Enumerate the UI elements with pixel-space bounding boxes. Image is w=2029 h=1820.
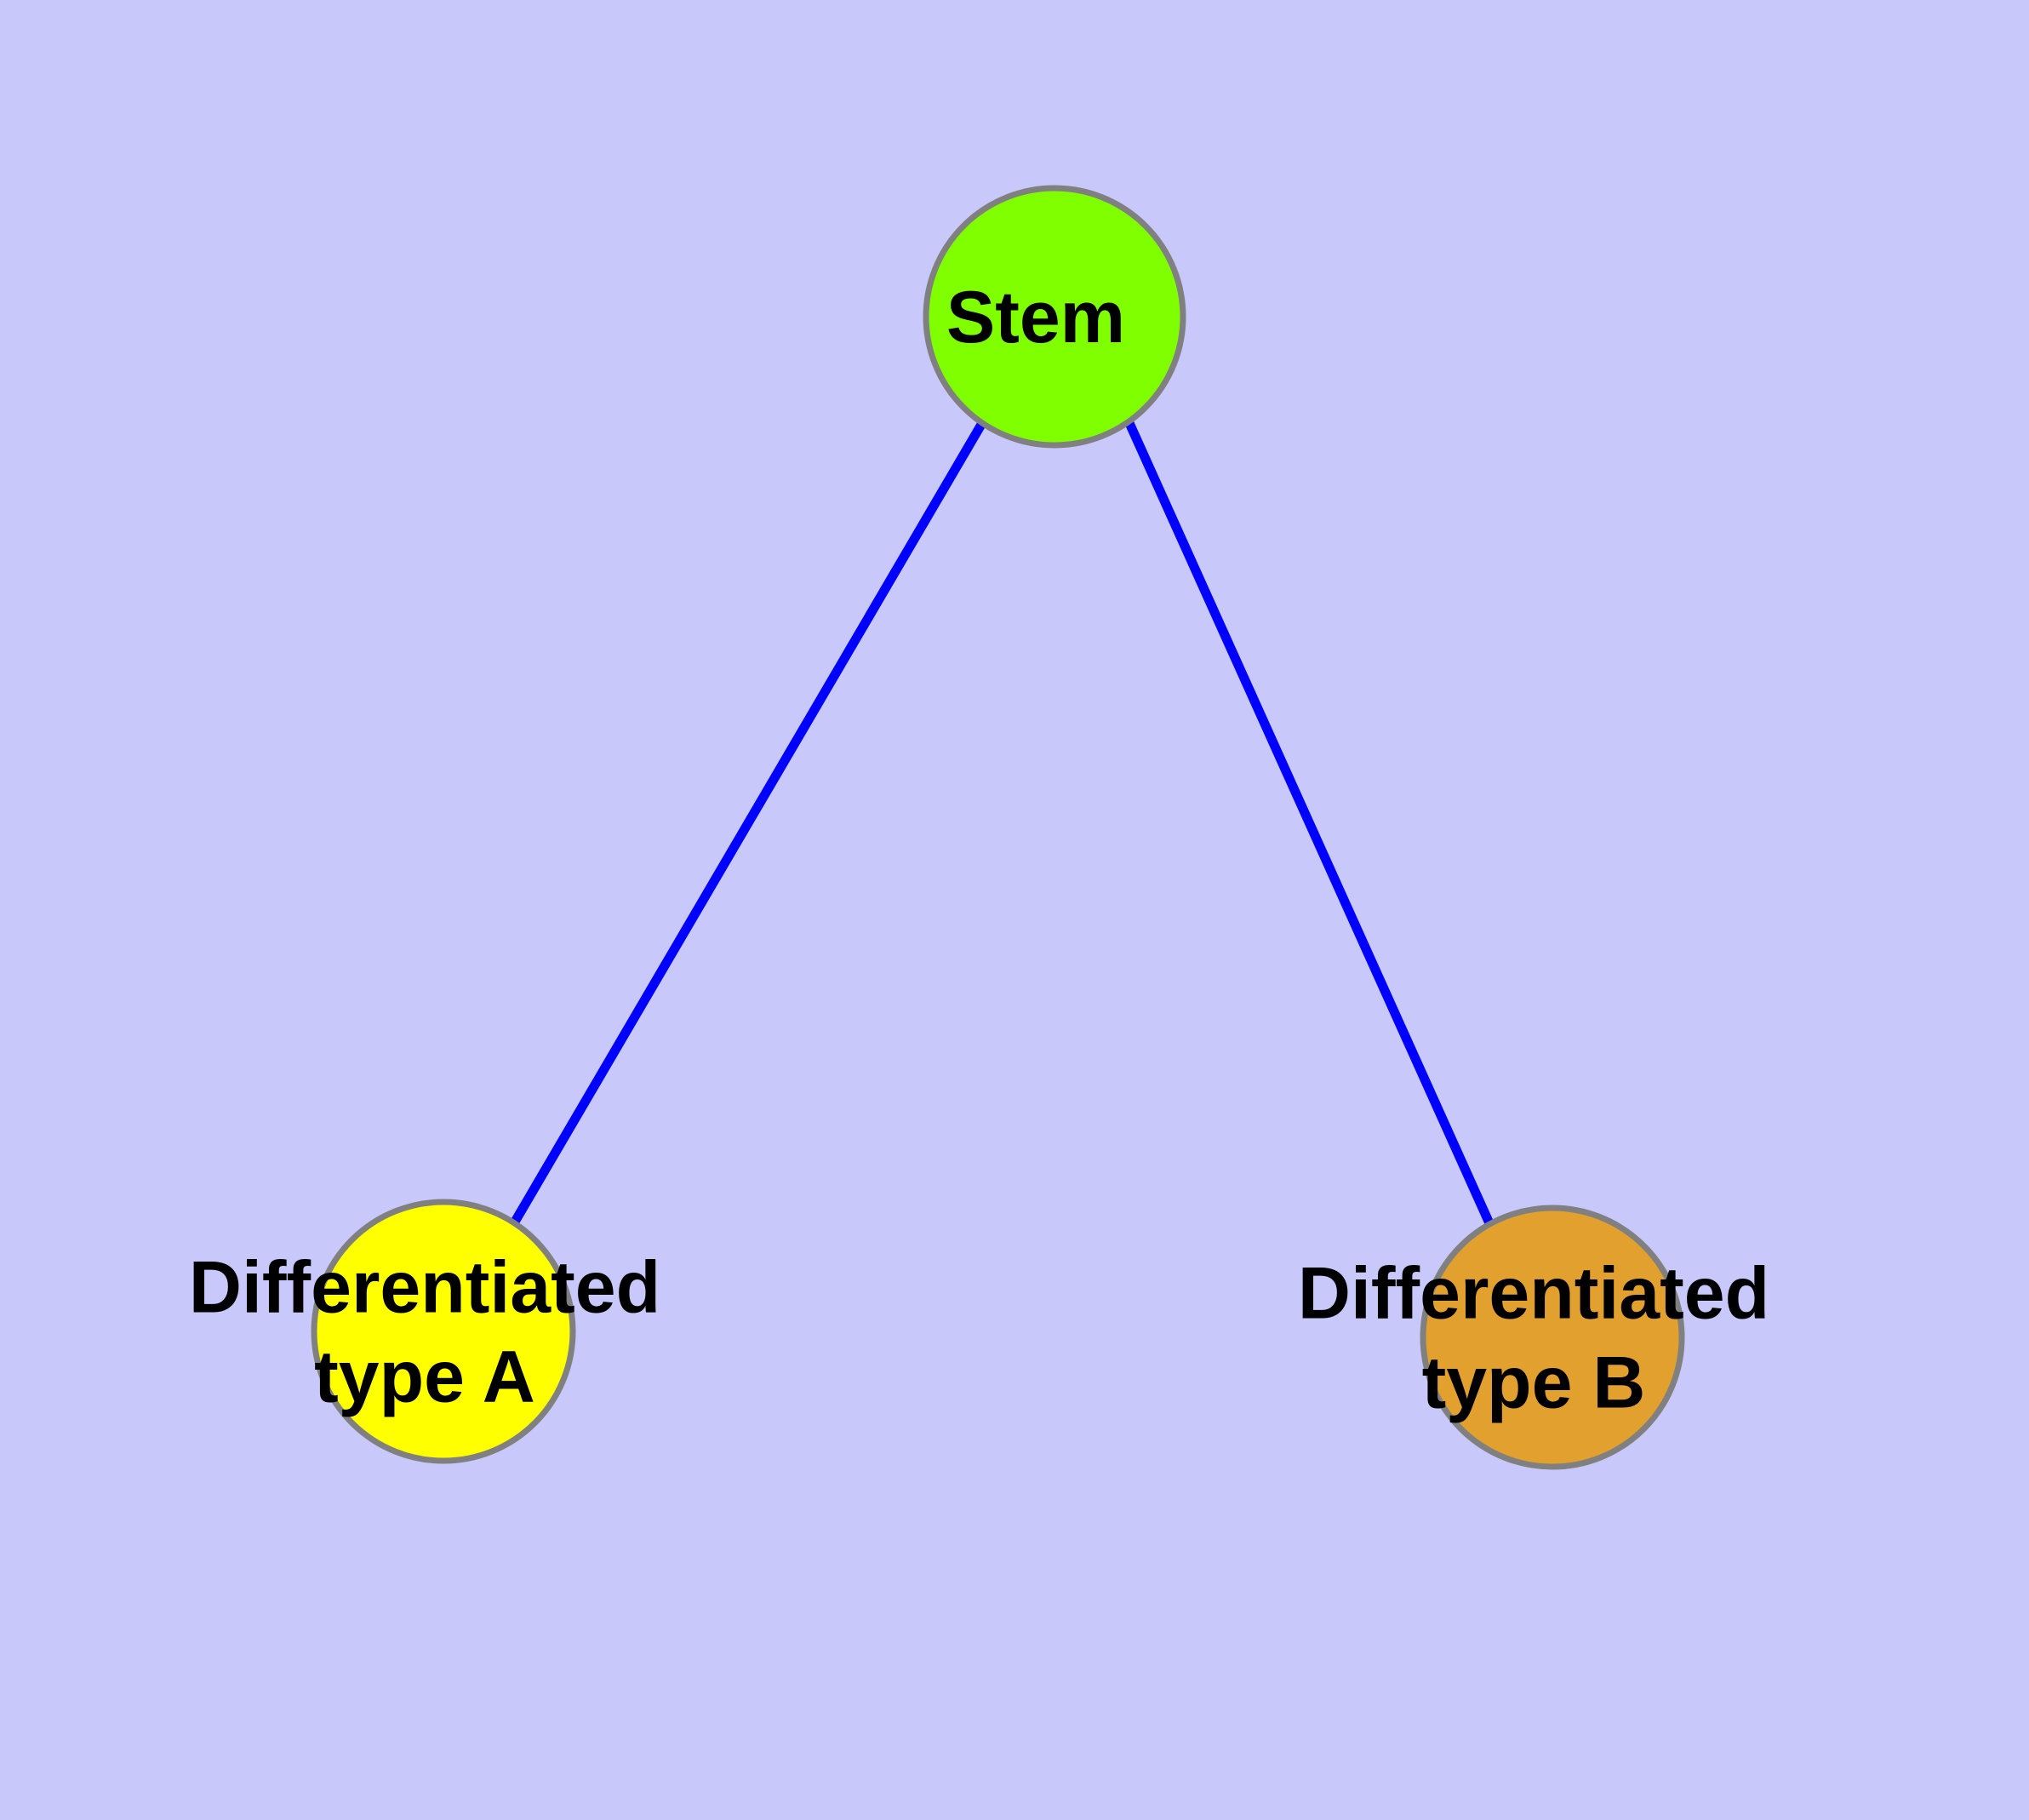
node-differentiated-type-a-label-line-2: type A	[314, 1336, 535, 1418]
node-differentiated-type-a-circle[interactable]	[311, 1199, 576, 1464]
nodes-layer	[311, 185, 1685, 1470]
node-stem-circle[interactable]	[923, 185, 1186, 449]
node-differentiated-type-b-circle[interactable]	[1420, 1205, 1685, 1470]
edges-layer	[507, 421, 1495, 1230]
labels-layer: Stem Differentiated type A Differentiate…	[189, 277, 1769, 1424]
node-differentiated-type-a-label-line-1: Differentiated	[189, 1247, 660, 1329]
node-differentiated-type-b-label-line-1: Differentiated	[1298, 1253, 1769, 1335]
node-stem[interactable]	[923, 185, 1186, 449]
node-stem-label-line-1: Stem	[946, 277, 1125, 358]
node-differentiated-type-b-label-line-2: type B	[1422, 1342, 1646, 1424]
node-differentiated-type-b[interactable]	[1420, 1205, 1685, 1470]
node-differentiated-type-a[interactable]	[311, 1199, 576, 1464]
edge-stem-to-differentiated-type-b[interactable]	[1124, 421, 1495, 1226]
edge-stem-to-differentiated-type-a[interactable]	[507, 421, 986, 1230]
